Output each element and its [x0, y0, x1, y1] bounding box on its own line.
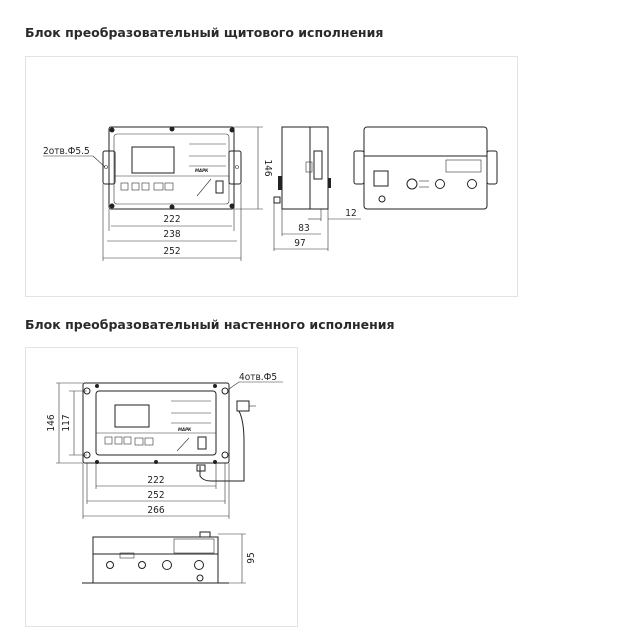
brand-label: МАРК [178, 427, 192, 432]
dim-252: 252 [163, 246, 180, 257]
dim-266: 266 [147, 505, 164, 516]
dim-97: 97 [294, 238, 305, 249]
dim-95: 95 [246, 552, 257, 563]
front-view: МАРК 2отв.Ф5.5 146 222 238 252 [43, 126, 273, 261]
front-view: МАРК 4отв.Ф5 146 117 [46, 372, 283, 519]
section-title-wall-mount: Блок преобразовательный настенного испол… [25, 317, 395, 332]
technical-drawing-wall-mount: МАРК 4отв.Ф5 146 117 [46, 372, 283, 584]
bottom-view: 95 [82, 531, 257, 584]
dim-117: 117 [61, 414, 72, 431]
technical-drawing-panel-mount: МАРК 2отв.Ф5.5 146 222 238 252 [43, 126, 498, 261]
side-view: 12 83 97 [273, 126, 361, 251]
dim-222: 222 [147, 475, 164, 486]
rear-view [353, 126, 498, 210]
dim-252: 252 [147, 490, 164, 501]
section-title-panel-mount: Блок преобразовательный щитового исполне… [25, 25, 384, 40]
hole-callout: 4отв.Ф5 [239, 372, 277, 383]
drawing-panel-wall-mount: МАРК 4отв.Ф5 146 117 [25, 347, 298, 627]
brand-label: МАРК [195, 168, 209, 173]
dim-height: 146 [262, 159, 273, 176]
drawing-panel-mount: МАРК 2отв.Ф5.5 146 222 238 252 [25, 56, 518, 297]
dim-83: 83 [298, 223, 309, 234]
dim-12: 12 [345, 208, 356, 219]
dim-222: 222 [163, 214, 180, 225]
dim-238: 238 [163, 229, 180, 240]
hole-callout: 2отв.Ф5.5 [43, 146, 90, 157]
dim-146: 146 [46, 414, 57, 431]
